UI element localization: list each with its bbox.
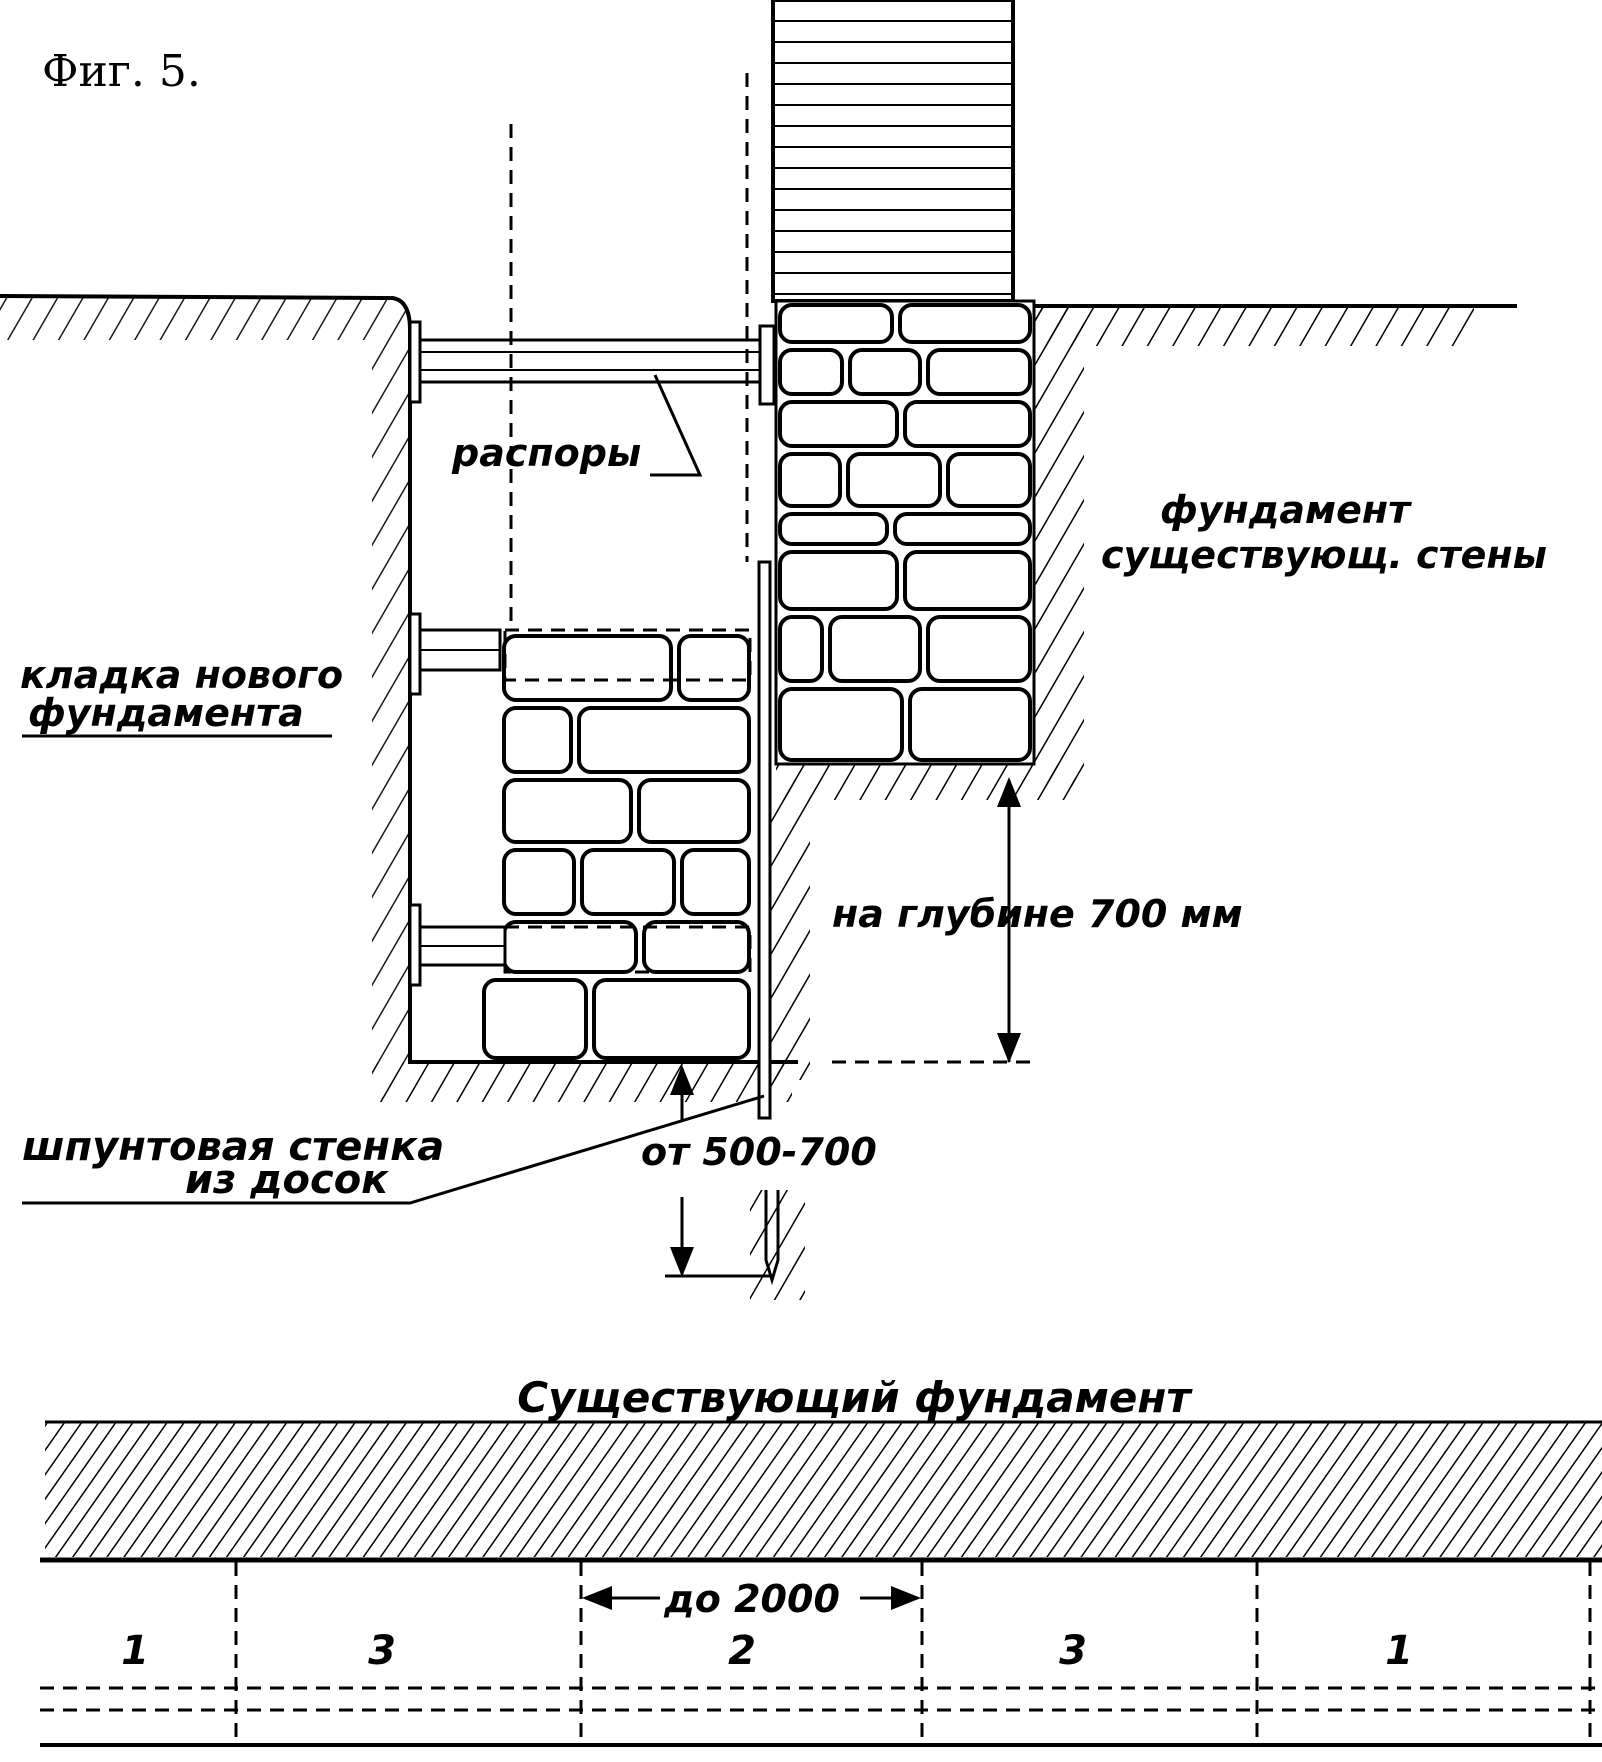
stone xyxy=(926,615,1032,683)
stone xyxy=(577,706,751,774)
stone xyxy=(778,687,904,762)
plan-section-1: 1 xyxy=(121,1628,149,1674)
stone xyxy=(592,978,751,1060)
stone xyxy=(848,348,922,396)
stone xyxy=(908,687,1032,762)
plan-existing-foundation xyxy=(45,1422,1602,1557)
new-masonry-label-1: кладка нового xyxy=(20,653,343,697)
stone xyxy=(903,550,1032,611)
stone xyxy=(946,452,1032,508)
stone xyxy=(580,848,676,916)
stone xyxy=(903,400,1032,448)
plan-title: Существующий фундамент xyxy=(517,1373,1193,1422)
figure-label: Фиг. 5. xyxy=(42,46,201,97)
stone xyxy=(828,615,922,683)
plan-section-5: 1 xyxy=(1385,1628,1413,1674)
stone xyxy=(680,848,751,916)
new-masonry-label-2: фундамента xyxy=(28,691,304,735)
sheet-pile-label-2: из досок xyxy=(185,1157,389,1203)
plan-span-label: до 2000 xyxy=(663,1577,840,1621)
leader-lines xyxy=(22,374,765,1205)
stone xyxy=(893,512,1032,546)
stone xyxy=(642,920,751,974)
stone xyxy=(898,303,1032,344)
plan-section-4: 3 xyxy=(1059,1628,1087,1674)
stone xyxy=(502,706,573,774)
stone xyxy=(778,303,894,344)
stone xyxy=(778,452,842,508)
plan-section-dividers xyxy=(40,1562,1602,1745)
dimension-lines xyxy=(665,777,1021,1278)
embed-depth-label: от 500-700 xyxy=(641,1130,877,1174)
stone xyxy=(677,634,751,702)
stone xyxy=(502,778,633,844)
depth-label: на глубине 700 мм xyxy=(832,892,1243,936)
existing-foundation-label-1: фундамент xyxy=(1160,488,1412,532)
soil-hatching xyxy=(0,298,1474,1300)
existing-foundation-masonry xyxy=(774,299,1036,766)
existing-wall xyxy=(771,0,1015,303)
stone xyxy=(778,615,824,683)
stone xyxy=(502,848,576,916)
plan-section-3: 2 xyxy=(728,1628,756,1674)
existing-foundation-label-2: существующ. стены xyxy=(1101,533,1547,577)
struts-label: распоры xyxy=(451,431,641,475)
stone xyxy=(778,550,899,611)
dashed-guides xyxy=(503,73,1030,1064)
new-foundation-masonry xyxy=(482,634,751,1060)
stone xyxy=(778,348,844,396)
stone xyxy=(778,400,899,448)
stone xyxy=(502,634,673,702)
stone xyxy=(482,978,588,1060)
sheet-pile-label-1: шпунтовая стенка xyxy=(22,1124,444,1170)
stone xyxy=(778,512,889,546)
struts xyxy=(408,320,776,987)
stone xyxy=(637,778,751,844)
stone xyxy=(926,348,1032,396)
plan-section-2: 3 xyxy=(368,1628,396,1674)
sheet-pile-wall xyxy=(757,560,780,1286)
stone xyxy=(846,452,942,508)
stone xyxy=(502,920,638,974)
